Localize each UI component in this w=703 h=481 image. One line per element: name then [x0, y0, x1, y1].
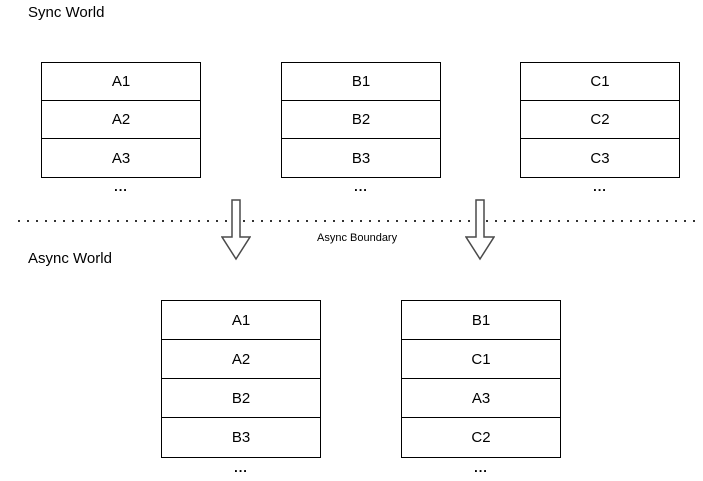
queue-cell: A2	[42, 101, 200, 139]
merged-queue-1-ellipsis: ...	[234, 460, 248, 475]
sync-queue-b: B1 B2 B3	[281, 62, 441, 178]
async-boundary-line	[18, 220, 695, 222]
queue-cell: B2	[162, 379, 320, 418]
queue-cell: B1	[402, 301, 560, 340]
queue-cell: A1	[42, 63, 200, 101]
queue-cell: C2	[521, 101, 679, 139]
queue-cell: A3	[402, 379, 560, 418]
queue-cell: C2	[471, 429, 491, 446]
queue-cell: A3	[111, 149, 131, 167]
queue-cell: B3	[231, 429, 251, 446]
queue-a-ellipsis: ...	[114, 179, 128, 194]
queue-cell: A1	[162, 301, 320, 340]
merged-queue-2-ellipsis: ...	[474, 460, 488, 475]
queue-cell: B2	[282, 101, 440, 139]
queue-cell: A2	[162, 340, 320, 379]
sync-queue-c: C1 C2 C3	[520, 62, 680, 178]
async-merged-queue-1: A1 A2 B2 B3	[161, 300, 321, 458]
async-merged-queue-2: B1 C1 A3 C2	[401, 300, 561, 458]
queue-cell: C1	[402, 340, 560, 379]
async-world-label: Async World	[28, 250, 112, 267]
sync-world-label: Sync World	[28, 4, 105, 21]
queue-cell: C3	[590, 149, 610, 167]
queue-cell: B1	[282, 63, 440, 101]
async-boundary-label: Async Boundary	[317, 232, 398, 244]
down-arrow-icon	[465, 199, 495, 261]
queue-cell: B3	[351, 149, 371, 167]
sync-queue-a: A1 A2 A3	[41, 62, 201, 178]
down-arrow-icon	[221, 199, 251, 261]
queue-cell: C1	[521, 63, 679, 101]
queue-b-ellipsis: ...	[354, 179, 368, 194]
queue-c-ellipsis: ...	[593, 179, 607, 194]
